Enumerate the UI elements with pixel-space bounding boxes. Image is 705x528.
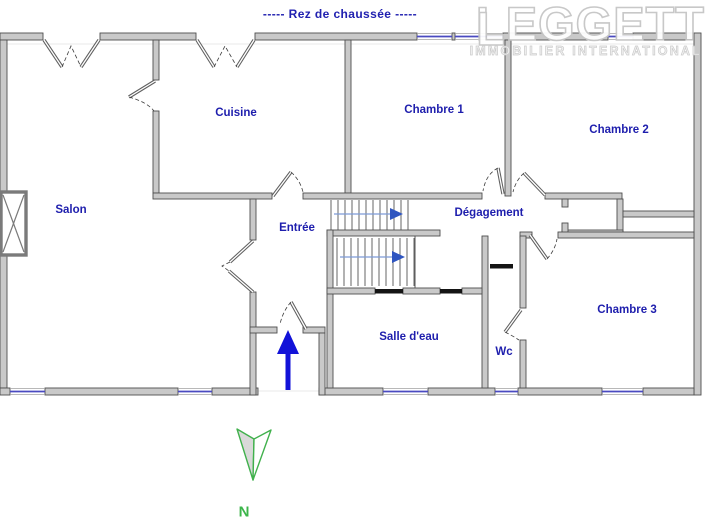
room-label-degagement: Dégagement xyxy=(454,207,524,219)
threshold-bars xyxy=(375,264,513,294)
room-label-salon: Salon xyxy=(55,204,87,216)
room-label-chambre-1: Chambre 1 xyxy=(404,104,464,116)
floor-title: ----- Rez de chaussée ----- xyxy=(262,7,418,21)
room-label-entree: Entrée xyxy=(279,222,315,234)
stair-direction-arrow-lower xyxy=(340,251,405,263)
stair-direction-arrow-upper xyxy=(334,208,403,220)
room-label-chambre-3: Chambre 3 xyxy=(597,304,657,316)
room-label-cuisine: Cuisine xyxy=(215,107,257,119)
doors-layer xyxy=(42,39,558,341)
north-label: N xyxy=(238,503,250,521)
entrance-arrow-icon xyxy=(277,330,299,390)
fireplace-icon xyxy=(0,190,28,257)
stair-treads-upper xyxy=(330,200,409,230)
windows-layer xyxy=(10,33,643,395)
stair-treads-lower xyxy=(336,238,415,286)
staircase xyxy=(330,200,416,288)
room-label-chambre-2: Chambre 2 xyxy=(589,124,649,136)
room-label-wc: Wc xyxy=(495,346,513,358)
compass-icon xyxy=(236,428,272,481)
room-label-salle-deau: Salle d'eau xyxy=(379,331,439,343)
